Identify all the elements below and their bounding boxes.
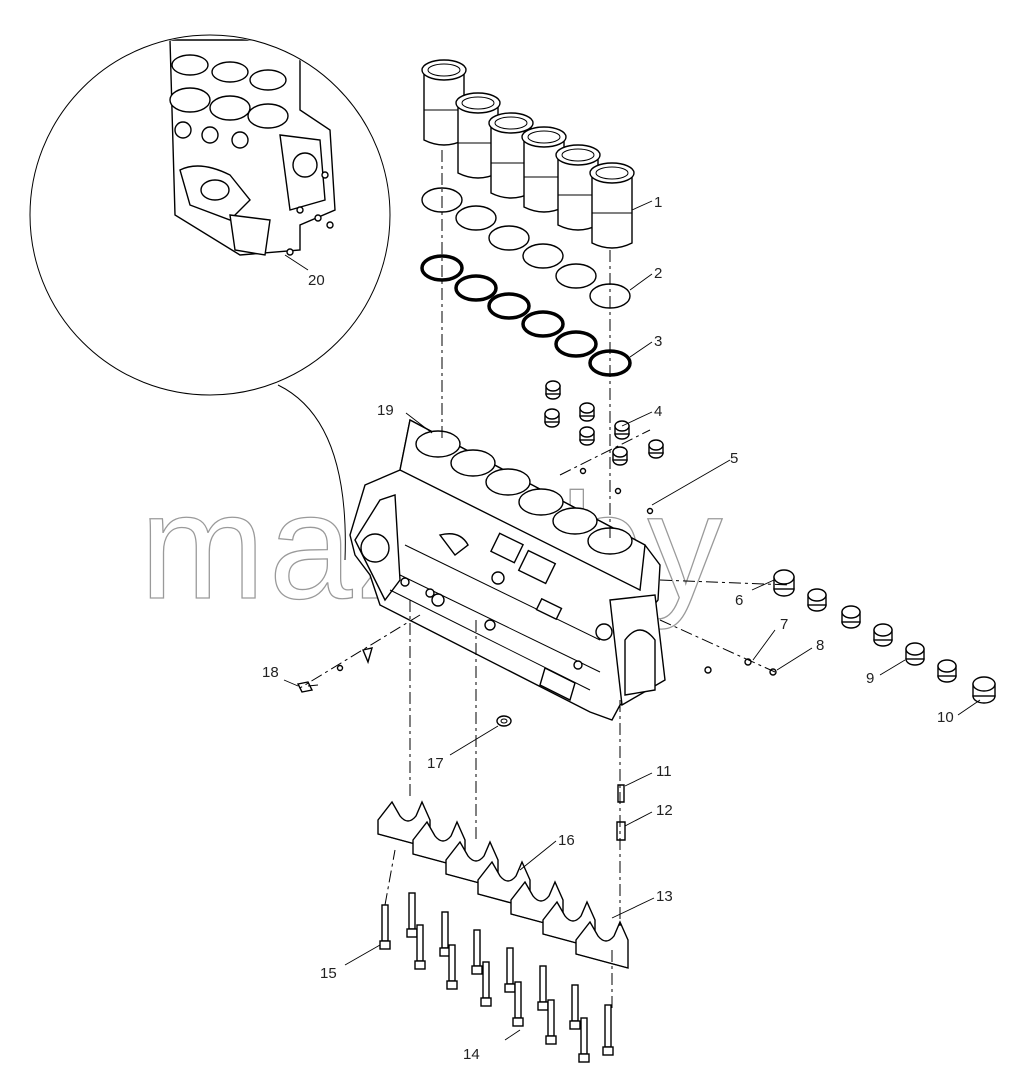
cylinder-block [349,418,666,721]
detail-pointer [277,384,346,561]
callout-2: 2 [654,265,662,282]
callout-4: 4 [654,403,662,420]
assembly-lines [299,150,791,1010]
callout-14: 14 [463,1046,480,1063]
callout-11: 11 [656,763,672,780]
callout-10: 10 [937,709,954,726]
core-plugs [544,380,664,466]
thick-seal-rings [420,254,632,377]
callout-17: 17 [427,755,444,772]
camshaft-bushings [773,569,996,704]
detail-block-closeup [169,39,336,256]
callout-15: 15 [320,965,337,982]
callout-20: 20 [308,272,325,289]
callout-12: 12 [656,802,673,819]
callout-13: 13 [656,888,673,905]
callout-19: 19 [377,402,394,419]
detail-view [29,34,391,561]
cylinder-liners [421,59,635,249]
callout-1: 1 [654,194,662,211]
main-bearing-caps [377,800,629,969]
callout-18: 18 [262,664,279,681]
callout-labels: 1 2 3 4 5 6 7 8 9 10 11 12 13 14 15 16 1… [262,194,954,1063]
main-bearing-bolts [379,892,614,1063]
callout-9: 9 [866,670,874,687]
leader-lines [283,200,981,1041]
detail-circle [29,34,391,396]
callout-8: 8 [816,637,824,654]
callout-3: 3 [654,333,662,350]
callout-16: 16 [558,832,575,849]
callout-6: 6 [735,592,743,609]
callout-5: 5 [730,450,738,467]
callout-7: 7 [780,616,788,633]
